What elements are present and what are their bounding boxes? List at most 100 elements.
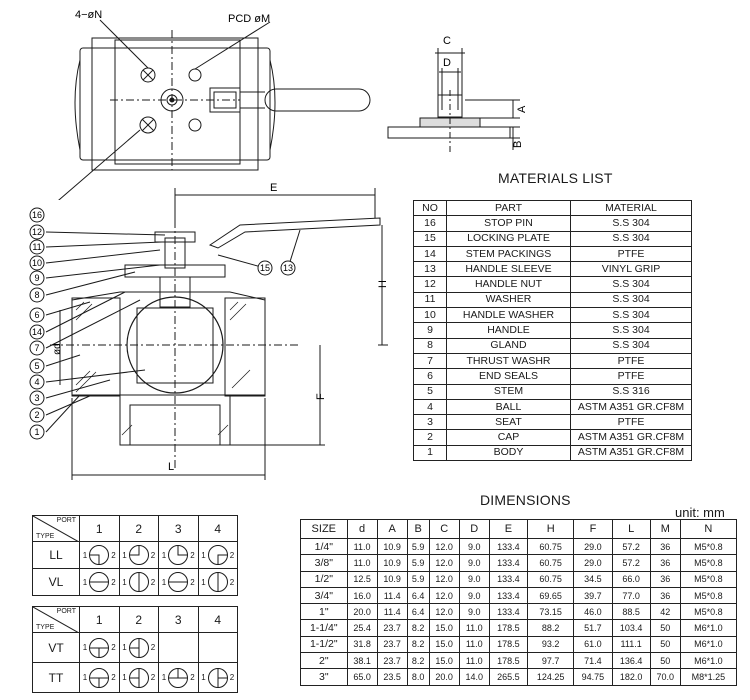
dimensions-cell: 50 (649, 652, 681, 670)
balloon-label: 3 (34, 393, 39, 403)
dimensions-cell: 8.2 (406, 619, 430, 637)
materials-material: S.S 304 (570, 291, 692, 309)
port-number-label: 1 (201, 550, 206, 560)
balloon-circle (29, 358, 45, 374)
balloon-circle (29, 407, 45, 423)
materials-material: S.S 304 (570, 337, 692, 354)
balloon-label: 8 (34, 290, 39, 300)
dimensions-cell: 36 (649, 586, 681, 605)
dimensions-cell: 77.0 (611, 586, 651, 605)
dimensions-cell: 36 (649, 570, 681, 588)
dimensions-cell: 36 (649, 537, 681, 556)
dimensions-cell: 11.0 (346, 537, 378, 556)
port-icon-cell (197, 632, 238, 663)
port-flow-icon (128, 637, 149, 658)
dimensions-cell: M5*0.8 (679, 586, 738, 605)
port-number-label: 1 (201, 673, 206, 682)
port-number-label: 1 (82, 673, 88, 682)
port-flow-icon (128, 545, 149, 565)
dimensions-cell: 66.0 (611, 570, 651, 588)
dimensions-cell: 15.0 (428, 635, 460, 654)
dim-A: A (516, 105, 528, 113)
type-VT: VT (32, 632, 80, 663)
dimensions-cell: 12.0 (428, 570, 460, 588)
balloon-circle (257, 260, 273, 276)
dimensions-header: M (649, 519, 681, 539)
port-number-label: 2 (150, 643, 156, 652)
balloon-label: 9 (34, 273, 39, 283)
balloon-circle (29, 255, 45, 271)
dimensions-cell: 133.4 (488, 570, 529, 588)
dimensions-cell: 178.5 (488, 619, 529, 637)
dimensions-size: 1-1/4" (300, 619, 348, 637)
materials-no: 10 (413, 307, 447, 324)
dimensions-cell: 124.25 (526, 668, 575, 686)
materials-no: 3 (413, 414, 447, 431)
dimensions-cell: 182.0 (611, 668, 651, 686)
type-LL: LL (32, 541, 80, 569)
dimensions-cell: 10.9 (376, 570, 408, 588)
dimensions-cell: M5*0.8 (679, 603, 738, 621)
balloon-label: 7 (34, 343, 39, 353)
port-flow-icon (89, 637, 110, 658)
dimensions-cell: 6.4 (406, 603, 430, 621)
dim-d: ød (52, 343, 63, 355)
port-flow-icon (168, 667, 189, 688)
port-number-label: 1 (82, 643, 88, 652)
dim-F: F (315, 393, 327, 400)
materials-material: VINYL GRIP (570, 261, 692, 278)
materials-no: 1 (413, 444, 447, 462)
dimensions-cell: 57.2 (611, 554, 651, 572)
dimensions-cell: 88.5 (611, 603, 651, 621)
balloon-label: 4 (34, 377, 39, 387)
materials-part: BODY (446, 444, 571, 462)
dimensions-unit: unit: mm (675, 505, 725, 520)
dimensions-cell: 10.9 (376, 554, 408, 572)
port-col-1: 1 (79, 515, 120, 542)
materials-part: END SEALS (446, 368, 571, 385)
dimensions-cell: 12.0 (428, 554, 460, 572)
port-number-label: 1 (201, 577, 206, 587)
corner-type-label: TYPE (36, 533, 55, 540)
materials-header-part: PART (446, 199, 571, 217)
dimensions-cell: M6*1.0 (679, 652, 738, 670)
dimensions-size: 1-1/2" (300, 635, 348, 654)
dimensions-cell: M5*0.8 (679, 537, 738, 556)
dimensions-cell: 15.0 (428, 619, 460, 637)
dimensions-cell: 50 (649, 635, 681, 654)
dim-E: E (270, 182, 277, 194)
balloon-label: 13 (283, 263, 293, 273)
dimensions-header: A (376, 519, 408, 539)
materials-material: PTFE (570, 245, 692, 263)
port-flow-icon (128, 667, 149, 688)
dimensions-cell: 20.0 (428, 668, 460, 686)
port-number-label: 2 (150, 550, 156, 560)
materials-no: 2 (413, 429, 447, 446)
materials-material: S.S 304 (570, 276, 692, 293)
balloon-circle (29, 270, 45, 286)
materials-part: THRUST WASHR (446, 352, 571, 370)
dimensions-size: 1/4" (300, 537, 348, 556)
port-number-label: 1 (161, 673, 167, 682)
materials-title: MATERIALS LIST (498, 170, 613, 186)
dimensions-cell: 8.2 (406, 652, 430, 670)
materials-part: STEM (446, 383, 571, 400)
dimensions-cell: 42 (649, 603, 681, 621)
dimensions-cell: 8.2 (406, 635, 430, 654)
dim-H: H (377, 280, 389, 288)
type-TT: TT (32, 662, 80, 693)
